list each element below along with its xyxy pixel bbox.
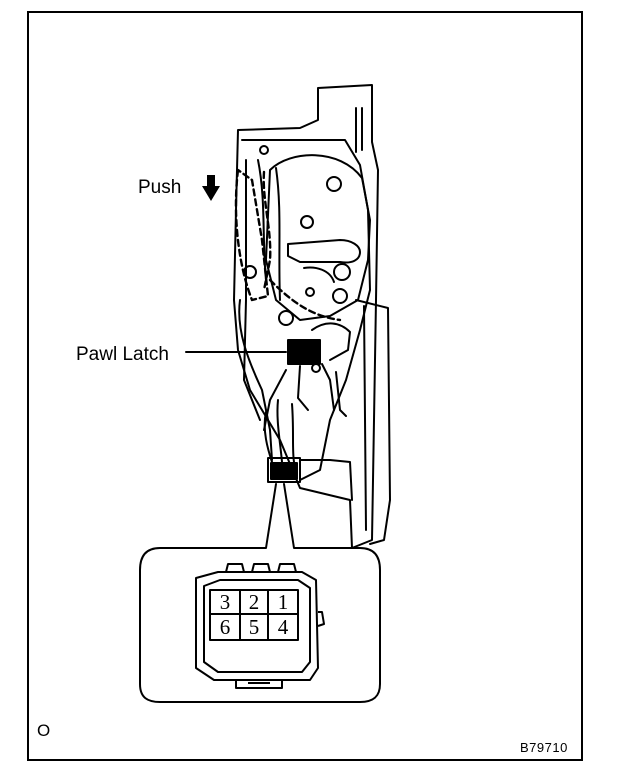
device-connector	[267, 457, 301, 483]
wire-harness	[291, 403, 295, 463]
pin-number: 2	[248, 590, 260, 614]
pawl-arm	[311, 322, 351, 361]
pawl-latch-label: Pawl Latch	[76, 344, 169, 365]
latch-hole	[332, 288, 348, 304]
pin-number: 4	[277, 615, 289, 639]
latch-hole	[305, 287, 315, 297]
device-connector-face	[270, 462, 298, 480]
figure-code: B79710	[520, 740, 568, 755]
pawl-link	[263, 369, 287, 431]
side-panel	[355, 299, 391, 545]
pawl-spring	[297, 363, 335, 411]
pawl-rod	[335, 371, 347, 417]
hidden-lever	[262, 170, 272, 292]
connector-shell-inner	[203, 579, 311, 673]
pawl-pivot	[311, 363, 321, 373]
pin-number: 1	[277, 590, 289, 614]
connector-face-view	[195, 563, 325, 689]
corner-mark: O	[37, 721, 51, 740]
connector-key	[317, 611, 325, 627]
side-panel-inner	[363, 305, 367, 531]
hidden-lever	[234, 168, 270, 302]
pawl-latch-part	[287, 339, 321, 365]
latch-hole	[300, 215, 314, 229]
push-label: Push	[138, 177, 182, 198]
connector-shell	[195, 571, 319, 681]
lower-housing	[299, 459, 353, 501]
arrow-down-icon	[202, 175, 220, 201]
rod	[238, 299, 273, 461]
top-pin	[355, 107, 363, 153]
connector-bottom-lip	[235, 680, 283, 689]
latch-plate	[265, 154, 371, 321]
rod	[275, 167, 281, 301]
latch-hole	[259, 145, 269, 155]
wire-harness	[276, 399, 283, 463]
latch-slot	[287, 239, 361, 264]
callout-outline	[139, 483, 381, 703]
terminal-grid-lines	[210, 590, 298, 640]
latch-hole	[326, 176, 342, 192]
connector-tab	[225, 563, 297, 573]
hidden-cam	[268, 278, 342, 322]
rod	[257, 159, 267, 281]
latch-hole	[333, 263, 351, 281]
latch-hole	[278, 310, 294, 326]
pin-number: 3	[219, 590, 231, 614]
latch-lobe	[303, 266, 335, 283]
pin-number: 5	[248, 615, 260, 639]
figure-frame	[27, 11, 583, 761]
pin-number: 6	[219, 615, 231, 639]
rod	[243, 159, 261, 421]
